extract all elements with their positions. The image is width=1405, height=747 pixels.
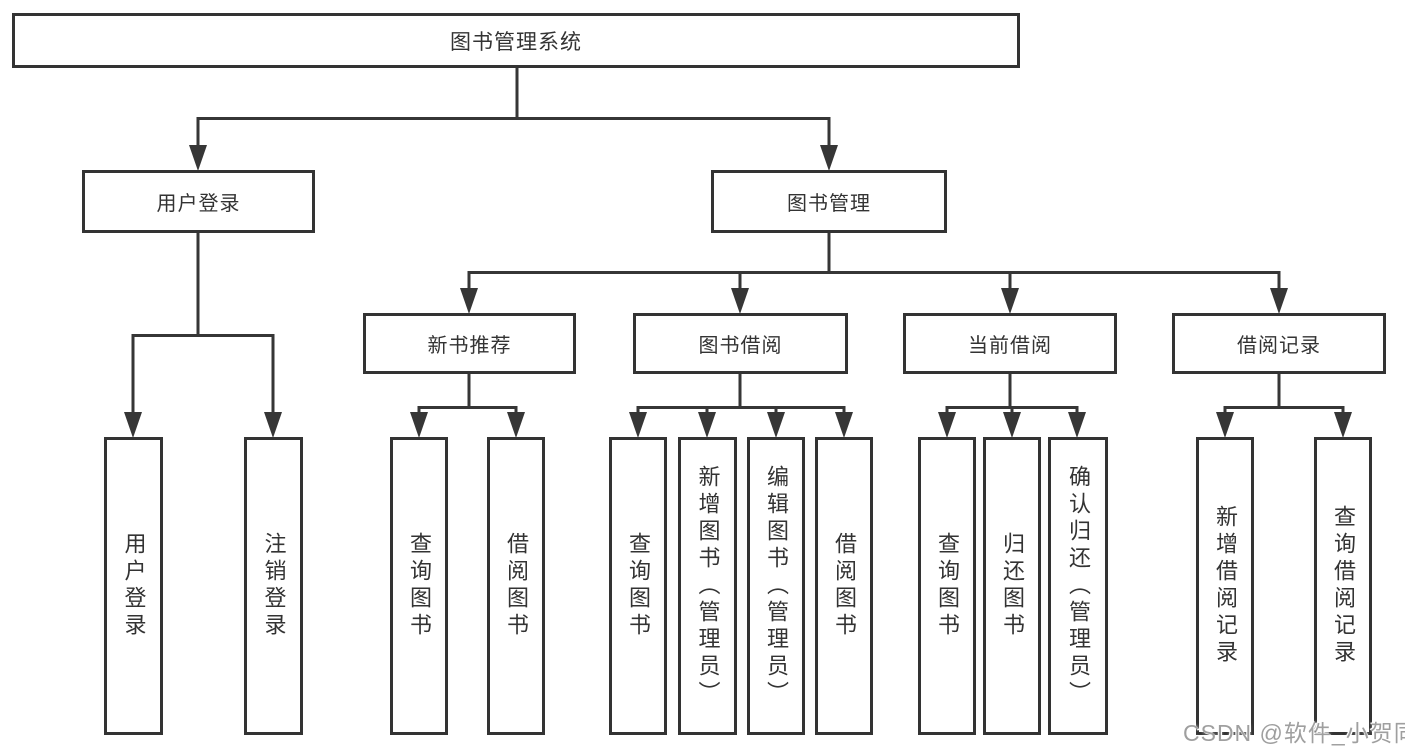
- leaf-label: 借阅图书: [504, 532, 529, 640]
- leaf-label: 新增图书（管理员）: [695, 464, 721, 708]
- connector-new-book-branch: [410, 374, 525, 438]
- node-label: 图书管理系统: [450, 30, 582, 54]
- leaf-label: 查询图书: [407, 532, 432, 640]
- leaf-label: 归还图书: [1000, 532, 1025, 640]
- arrow-down-icon: [264, 412, 282, 438]
- leaf-add-borrow-record: 新增借阅记录: [1196, 437, 1254, 735]
- leaf-label: 查询借阅记录: [1331, 505, 1356, 667]
- leaf-label: 编辑图书（管理员）: [764, 464, 789, 708]
- arrow-down-icon: [767, 412, 785, 438]
- arrow-down-icon: [189, 145, 207, 171]
- leaf-borrow-books: 借阅图书: [815, 437, 873, 735]
- leaf-label: 新增借阅记录: [1213, 505, 1238, 667]
- node-label: 新书推荐: [427, 335, 512, 357]
- node-label: 当前借阅: [968, 335, 1052, 357]
- leaf-query-books-borrow: 查询图书: [609, 437, 667, 735]
- arrow-down-icon: [835, 412, 853, 438]
- node-new-book-recommend: 新书推荐: [363, 313, 576, 374]
- leaf-query-books-current: 查询图书: [918, 437, 976, 735]
- leaf-logout: 注销登录: [244, 437, 303, 735]
- node-library-management-system: 图书管理系统: [12, 13, 1020, 68]
- leaf-confirm-return-admin: 确认归还（管理员）: [1048, 437, 1108, 735]
- node-borrow-records: 借阅记录: [1172, 313, 1386, 374]
- node-book-borrow: 图书借阅: [633, 313, 848, 374]
- arrow-down-icon: [1334, 412, 1352, 438]
- arrow-down-icon: [124, 412, 142, 438]
- arrow-down-icon: [1216, 412, 1234, 438]
- node-label: 图书借阅: [698, 335, 783, 357]
- node-label: 借阅记录: [1237, 335, 1321, 357]
- leaf-label: 用户登录: [121, 532, 147, 640]
- arrow-down-icon: [1001, 288, 1019, 314]
- node-label: 图书管理: [787, 193, 871, 215]
- leaf-borrow-books-recommend: 借阅图书: [487, 437, 545, 735]
- connector-root-to-level2: [189, 68, 838, 171]
- arrow-down-icon: [410, 412, 428, 438]
- arrow-down-icon: [1003, 412, 1021, 438]
- arrow-down-icon: [938, 412, 956, 438]
- arrow-down-icon: [820, 145, 838, 171]
- connector-user-login-branch: [124, 233, 282, 438]
- node-current-borrow: 当前借阅: [903, 313, 1117, 374]
- leaf-return-book: 归还图书: [983, 437, 1041, 735]
- arrow-down-icon: [629, 412, 647, 438]
- leaf-label: 查询图书: [626, 532, 651, 640]
- leaf-edit-book-admin: 编辑图书（管理员）: [747, 437, 805, 735]
- leaf-query-borrow-record: 查询借阅记录: [1314, 437, 1372, 735]
- arrow-down-icon: [1270, 288, 1288, 314]
- arrow-down-icon: [731, 288, 749, 314]
- leaf-label: 确认归还（管理员）: [1066, 464, 1091, 708]
- connector-book-borrow-branch: [629, 374, 853, 438]
- node-user-login: 用户登录: [82, 170, 315, 233]
- leaf-add-book-admin: 新增图书（管理员）: [678, 437, 737, 735]
- connector-borrow-records-branch: [1216, 374, 1352, 438]
- arrow-down-icon: [460, 288, 478, 314]
- arrow-down-icon: [698, 412, 716, 438]
- node-book-management: 图书管理: [711, 170, 947, 233]
- leaf-label: 借阅图书: [832, 532, 857, 640]
- leaf-user-login: 用户登录: [104, 437, 163, 735]
- connector-book-management-branch: [460, 233, 1288, 314]
- leaf-query-books-recommend: 查询图书: [390, 437, 448, 735]
- arrow-down-icon: [507, 412, 525, 438]
- connector-current-borrow-branch: [938, 374, 1086, 438]
- arrow-down-icon: [1068, 412, 1086, 438]
- leaf-label: 查询图书: [935, 532, 960, 640]
- csdn-watermark: CSDN @软件_小贺同学: [1183, 720, 1405, 746]
- node-label: 用户登录: [156, 193, 241, 215]
- leaf-label: 注销登录: [261, 532, 287, 640]
